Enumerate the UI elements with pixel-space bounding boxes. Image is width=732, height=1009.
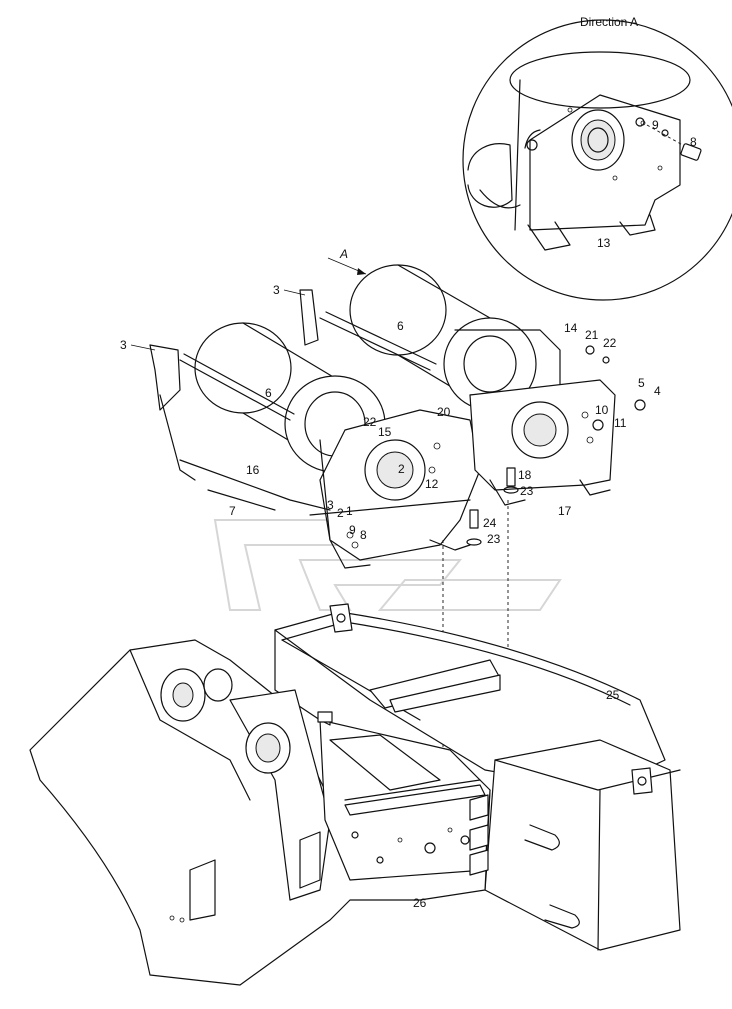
callout-24: 24: [483, 516, 497, 530]
view-arrow-a: [327, 257, 367, 275]
callout-22-rear: 22: [603, 336, 617, 350]
callout-21: 21: [585, 328, 599, 342]
front-winch-drum: [149, 322, 386, 481]
counterweight-tank: [274, 603, 681, 951]
callout-9: 9: [349, 523, 356, 537]
callout-8: 8: [360, 528, 367, 542]
callout-14: 14: [564, 321, 578, 335]
callout-3-rear: 3: [273, 283, 280, 297]
callout-6-front: 6: [265, 386, 272, 400]
callout-7: 7: [229, 504, 236, 518]
main-frame: [29, 639, 491, 986]
callout-23-right: 23: [520, 484, 534, 498]
callout-26: 26: [413, 896, 427, 910]
callout-3-plate: 3: [327, 498, 334, 512]
callout-22-front: 22: [363, 415, 377, 429]
callout-4: 4: [654, 384, 661, 398]
callout-13: 13: [597, 236, 611, 250]
callout-10: 10: [595, 403, 609, 417]
detail-view-title: Direction A: [580, 15, 638, 29]
callout-5: 5: [638, 376, 645, 390]
callout-6-rear: 6: [397, 319, 404, 333]
callout-23-left: 23: [487, 532, 501, 546]
callout-12: 12: [425, 477, 439, 491]
callout-20: 20: [437, 405, 451, 419]
callout-8-detail: 8: [690, 135, 697, 149]
winch-side-plates: [179, 345, 646, 569]
callout-2-upper: 2: [398, 462, 405, 476]
callout-15: 15: [378, 425, 392, 439]
detail-view-direction-a: [462, 19, 732, 301]
callout-labels: Direction A A 9 8 13 3 3 6 6 14 21 22 5 …: [120, 15, 697, 910]
callout-18: 18: [518, 468, 532, 482]
callout-3-front: 3: [120, 338, 127, 352]
callout-1: 1: [346, 504, 353, 518]
callout-16: 16: [246, 463, 260, 477]
callout-17: 17: [558, 504, 572, 518]
callout-25: 25: [606, 688, 620, 702]
callout-9-detail: 9: [652, 118, 659, 132]
rear-winch-drum: [299, 264, 561, 411]
callout-2-lower: 2: [337, 506, 344, 520]
callout-11: 11: [614, 416, 627, 430]
view-arrow-label: A: [339, 247, 348, 261]
